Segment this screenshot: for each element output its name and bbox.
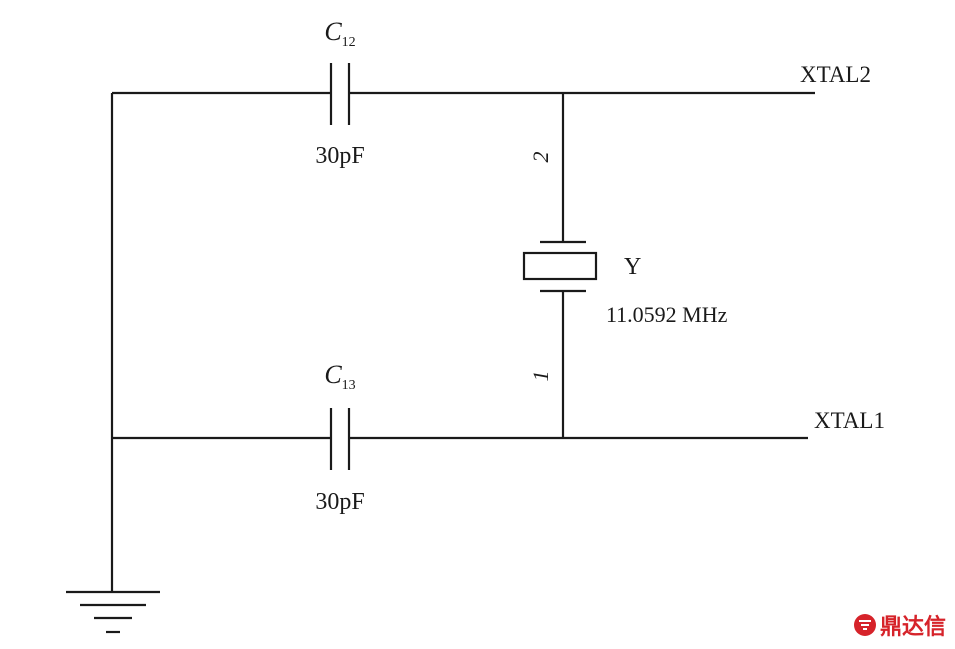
watermark-logo: 鼎达信 — [854, 614, 946, 640]
crystal-frequency-label: 11.0592 MHz — [606, 302, 728, 327]
crystal-designator-label: Y — [624, 254, 641, 280]
capacitor-c13 — [329, 408, 351, 470]
crystal-pin-2-label: 2 — [528, 152, 553, 163]
crystal-pin-1-label: 1 — [528, 371, 553, 382]
net-label-xtal2: XTAL2 — [800, 62, 871, 87]
net-label-xtal1: XTAL1 — [814, 408, 885, 433]
capacitor-c12 — [329, 63, 351, 125]
crystal-body — [522, 251, 598, 281]
ground-symbol — [66, 590, 160, 634]
c12-designator-label: C12 — [324, 17, 355, 50]
watermark-text: 鼎达信 — [880, 614, 946, 640]
c13-value-label: 30pF — [315, 489, 364, 515]
watermark-badge-glyph — [859, 620, 871, 630]
c13-designator-label: C13 — [324, 360, 355, 393]
crystal-y — [522, 93, 598, 438]
c12-value-label: 30pF — [315, 143, 364, 169]
